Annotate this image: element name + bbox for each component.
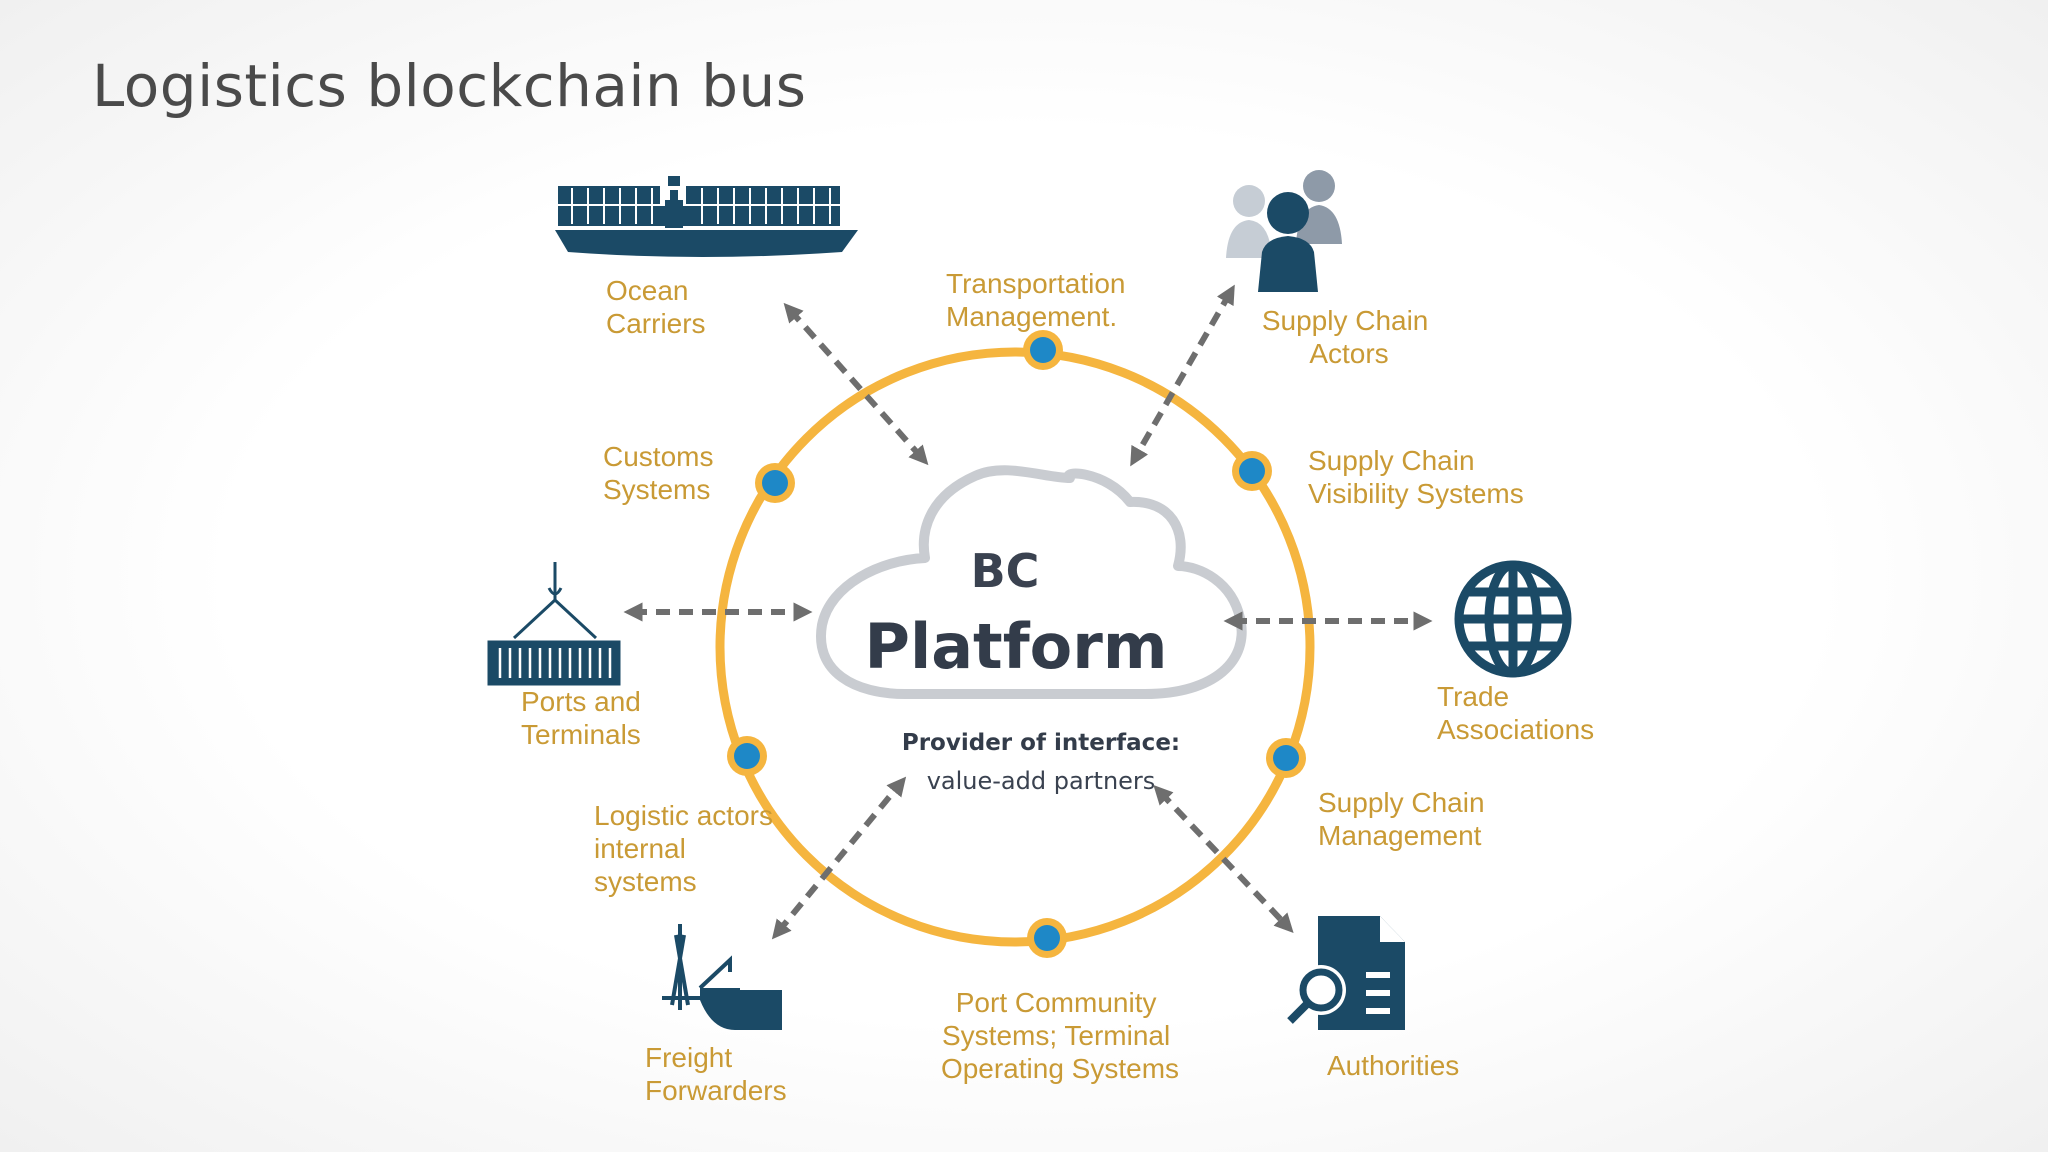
provider-heading: Provider of interface: — [902, 730, 1180, 756]
blockchain-ring — [715, 347, 1315, 947]
arrow-authorities — [1153, 785, 1294, 933]
platform-cloud — [816, 465, 1247, 699]
ring-node-visibility — [1232, 451, 1272, 491]
label-ocean-carriers: Ocean Carriers — [606, 275, 706, 339]
arrow-ocean-carriers — [783, 302, 929, 466]
arrow-supply-chain-actors — [1130, 284, 1235, 467]
document-search-icon — [1287, 916, 1405, 1030]
platform-line2: Platform — [865, 610, 1168, 683]
label-freight-forwarders: Freight Forwarders — [645, 1042, 787, 1106]
crane-container-icon — [487, 562, 621, 686]
label-customs-systems: Customs Systems — [603, 441, 721, 505]
ring-node-customs — [755, 463, 795, 503]
platform-line1: BC — [971, 544, 1040, 598]
label-port-community: Port Community Systems; Terminal Operati… — [941, 987, 1179, 1084]
provider-text: value-add partners — [927, 767, 1156, 795]
container-ship-icon — [555, 176, 858, 257]
arrow-freight-forwarders — [771, 776, 907, 940]
tugboat-icon — [662, 924, 782, 1030]
ring-node-port-community — [1027, 918, 1067, 958]
label-logistic-actors: Logistic actors internal systems — [594, 800, 781, 897]
ring-node-scm — [1266, 738, 1306, 778]
label-ports-terminals: Ports and Terminals — [521, 686, 649, 750]
label-transportation-management: Transportation Management. — [946, 268, 1133, 332]
label-supply-chain-visibility: Supply Chain Visibility Systems — [1308, 445, 1524, 509]
label-supply-chain-actors: Supply Chain Actors — [1262, 305, 1436, 369]
label-authorities: Authorities — [1327, 1050, 1459, 1081]
label-trade-associations: Trade Associations — [1437, 681, 1594, 745]
ring-node-logistic-actors — [727, 736, 767, 776]
ring-node-transportation — [1023, 330, 1063, 370]
globe-icon — [1454, 560, 1572, 678]
people-group-icon — [1226, 170, 1342, 292]
label-supply-chain-management: Supply Chain Management — [1318, 787, 1492, 851]
slide-title: Logistics blockchain bus — [92, 52, 807, 120]
